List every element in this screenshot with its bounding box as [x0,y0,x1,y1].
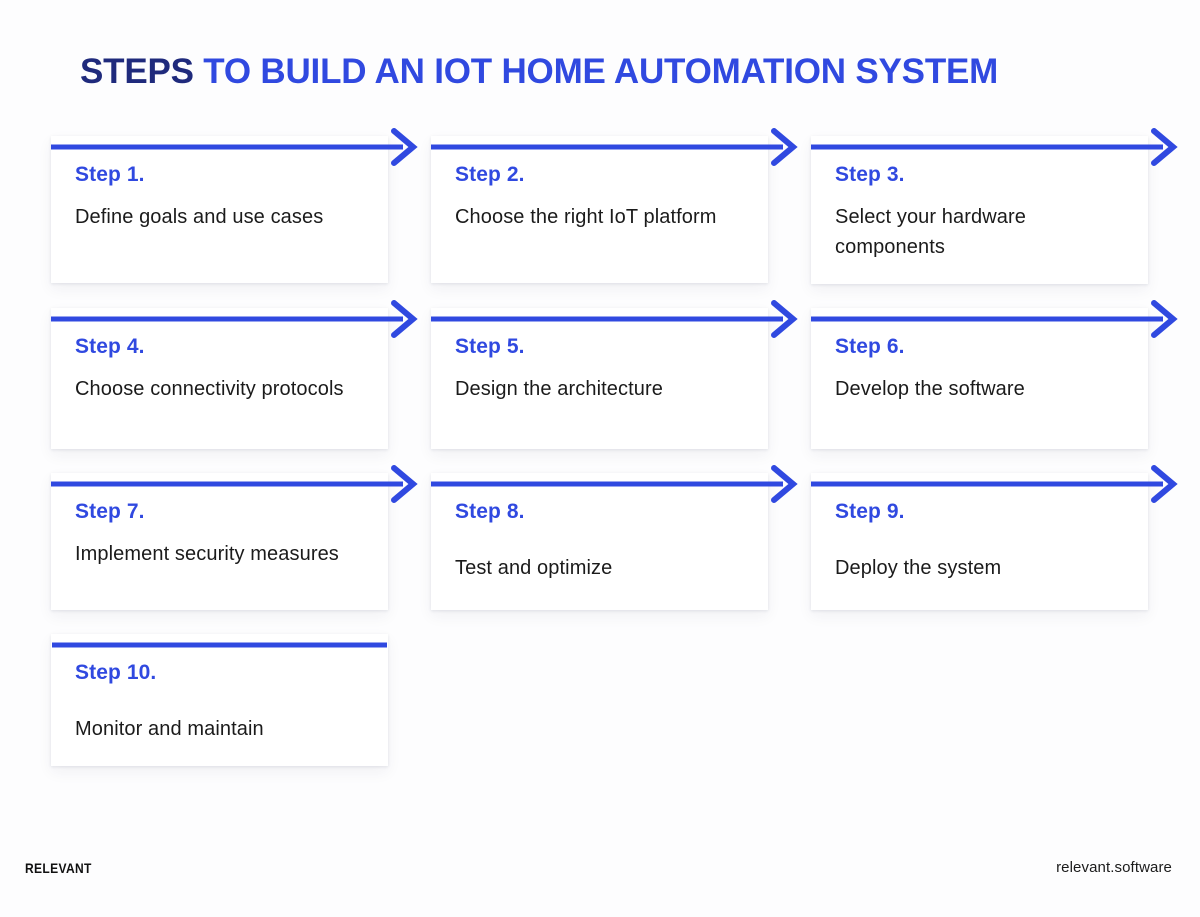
page-title-lead: STEPS [80,52,204,91]
step-label: Step 9. [835,500,905,523]
step-cell-10: Step 10. Monitor and maintain [51,628,388,766]
step-row: Step 1. Define goals and use cases Step … [51,128,1181,284]
step-cell-2: Step 2. Choose the right IoT platform [431,128,798,284]
step-card[interactable]: Step 6. Develop the software [811,308,1148,449]
step-text: Deploy the system [835,557,1002,579]
step-cell-4: Step 4. Choose connectivity protocols [51,300,418,449]
step-label: Step 5. [455,335,525,358]
step-cell-3: Step 3. Select your hardware components [811,128,1178,284]
step-cell-7: Step 7. Implement security measures [51,465,418,610]
step-card[interactable]: Step 10. Monitor and maintain [51,634,388,766]
step-row: Step 10. Monitor and maintain [51,628,1181,766]
step-row: Step 4. Choose connectivity protocols St… [51,300,1181,449]
step-label: Step 1. [75,163,145,186]
step-text: Design the architecture [455,378,663,400]
step-text: Test and optimize [455,557,613,579]
step-row: Step 7. Implement security measures Step… [51,465,1181,610]
step-cell-9: Step 9. Deploy the system [811,465,1178,610]
step-cell-1: Step 1. Define goals and use cases [51,128,418,284]
step-cell-8: Step 8. Test and optimize [431,465,798,610]
step-text: Choose the right IoT platform [455,206,717,228]
page-title: STEPS TO BUILD AN IOT HOME AUTOMATION SY… [80,50,998,94]
step-label: Step 2. [455,163,525,186]
step-text: Select your hardware components [835,206,1026,258]
step-label: Step 6. [835,335,905,358]
step-label: Step 8. [455,500,525,523]
page-title-rest: TO BUILD AN IOT HOME AUTOMATION SYSTEM [203,52,999,91]
footer-brand-logo: RELEVANT [25,860,92,876]
step-cell-6: Step 6. Develop the software [811,300,1178,449]
step-text: Choose connectivity protocols [75,378,344,400]
step-text: Monitor and maintain [75,718,264,740]
footer-website-url: relevant.software [1056,859,1172,876]
step-card[interactable]: Step 9. Deploy the system [811,473,1148,610]
step-card[interactable]: Step 1. Define goals and use cases [51,136,388,283]
step-label: Step 4. [75,335,145,358]
step-card[interactable]: Step 4. Choose connectivity protocols [51,308,388,449]
step-card[interactable]: Step 2. Choose the right IoT platform [431,136,768,283]
step-card[interactable]: Step 8. Test and optimize [431,473,768,610]
steps-grid: Step 1. Define goals and use cases Step … [51,128,1181,784]
step-cell-5: Step 5. Design the architecture [431,300,798,449]
step-card[interactable]: Step 5. Design the architecture [431,308,768,449]
step-text: Define goals and use cases [75,206,324,228]
step-card[interactable]: Step 3. Select your hardware components [811,136,1148,284]
step-card[interactable]: Step 7. Implement security measures [51,473,388,610]
step-text: Implement security measures [75,543,339,565]
step-label: Step 7. [75,500,145,523]
step-text: Develop the software [835,378,1025,400]
step-label: Step 10. [75,661,157,684]
step-label: Step 3. [835,163,905,186]
